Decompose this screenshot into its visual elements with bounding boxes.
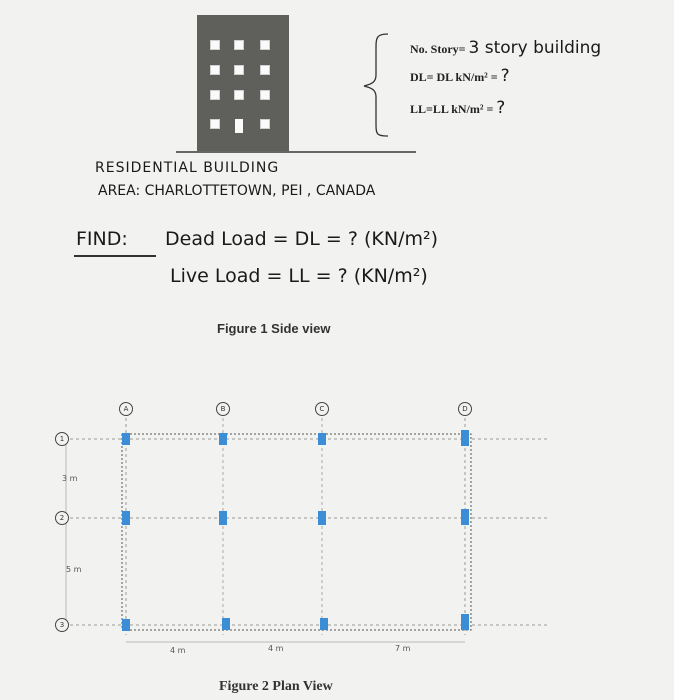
dim-4m-bc: 4 m xyxy=(268,644,284,653)
column-B2 xyxy=(219,511,227,525)
column-A1 xyxy=(122,433,130,445)
grid-bubble-1: 1 xyxy=(55,432,69,446)
find-dead-load: Dead Load = DL = ? (KN/m²) xyxy=(165,228,439,250)
column-B3 xyxy=(222,618,230,630)
grid-bubble-3: 3 xyxy=(55,618,69,632)
dim-3m: 3 m xyxy=(62,474,78,483)
dead-load-line: DL= DL kN/m² = ? xyxy=(410,66,510,86)
find-label: FIND: xyxy=(76,228,128,250)
live-load-line: LL=LL kN/m² = ? xyxy=(410,98,506,118)
column-A3 xyxy=(122,619,130,631)
grid-bubble-2: 2 xyxy=(55,511,69,525)
column-B1 xyxy=(219,433,227,445)
side-view-figure: No. Story= 3 story building DL= DL kN/m²… xyxy=(74,15,602,336)
column-C3 xyxy=(320,618,328,630)
plan-view-figure: A B C D 1 2 3 3 m 5 m 4 m 4 m 7 m Figure… xyxy=(0,390,674,700)
figure1-caption: Figure 1 Side view xyxy=(217,321,331,336)
residential-building-label: RESIDENTIAL BUILDING xyxy=(95,160,280,176)
column-D3 xyxy=(461,614,469,630)
grid-bubble-B: B xyxy=(216,402,230,416)
figure2-caption: Figure 2 Plan View xyxy=(219,679,333,694)
column-D2 xyxy=(461,509,469,525)
dim-5m: 5 m xyxy=(66,565,82,574)
grid-lines xyxy=(65,418,550,643)
column-C2 xyxy=(318,511,326,525)
column-D1 xyxy=(461,430,469,446)
column-A2 xyxy=(122,511,130,525)
dim-4m-ab: 4 m xyxy=(170,646,186,655)
column-C1 xyxy=(318,433,326,445)
story-count-line: No. Story= 3 story building xyxy=(410,38,602,58)
grid-bubble-D: D xyxy=(458,402,472,416)
dim-7m-cd: 7 m xyxy=(395,644,411,653)
curly-brace xyxy=(363,33,389,137)
grid-bubble-A: A xyxy=(119,402,133,416)
ground-line xyxy=(176,151,416,153)
find-underline xyxy=(74,255,156,257)
find-live-load: Live Load = LL = ? (KN/m²) xyxy=(170,265,428,287)
area-label: AREA: CHARLOTTETOWN, PEI , CANADA xyxy=(98,183,376,199)
grid-bubble-C: C xyxy=(315,402,329,416)
building-drawing xyxy=(197,15,289,151)
